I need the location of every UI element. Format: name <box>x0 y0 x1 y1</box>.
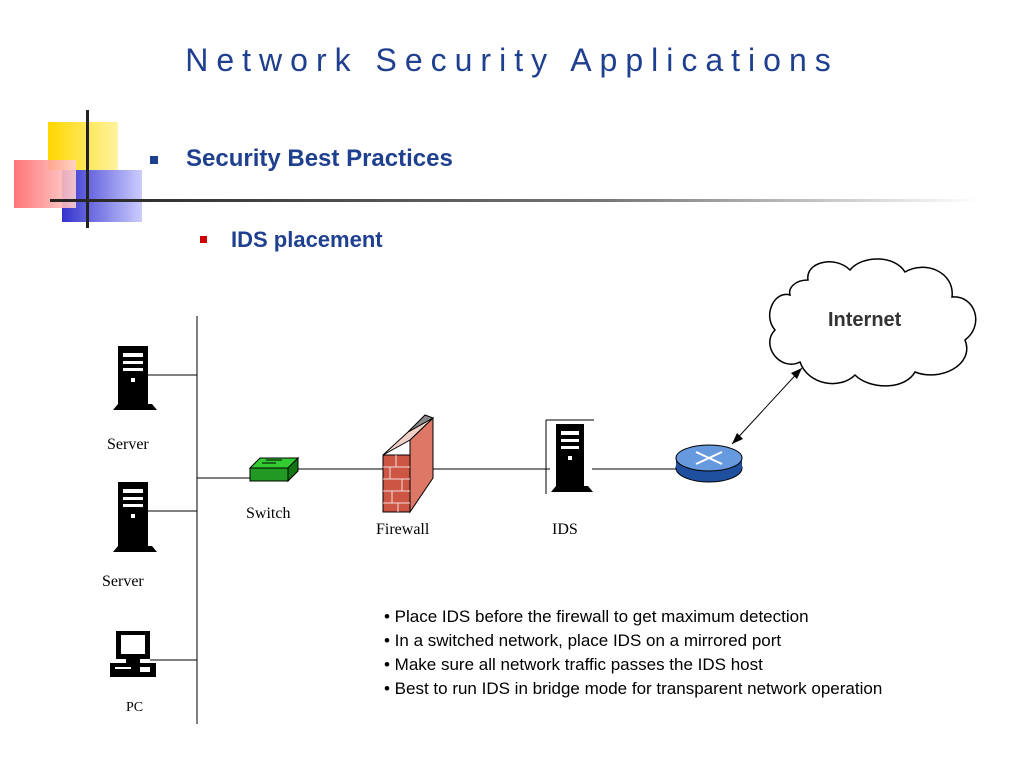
arrowhead-internet <box>791 368 802 379</box>
bullet-square-red <box>200 236 207 243</box>
network-diagram <box>110 258 977 724</box>
internet-label: Internet <box>828 309 902 331</box>
vertical-rule <box>86 110 89 228</box>
ids-label: IDS <box>552 521 578 538</box>
firewall-label: Firewall <box>376 521 430 538</box>
pc-label: PC <box>126 700 144 715</box>
arrowhead-router <box>732 433 743 444</box>
horizontal-rule <box>50 199 980 202</box>
decorative-header-graphic <box>14 110 980 228</box>
edge-router-internet <box>731 367 803 445</box>
notes-list: • Place IDS before the firewall to get m… <box>384 605 882 701</box>
server-icon <box>113 346 157 410</box>
heading: Security Best Practices <box>186 145 453 172</box>
diagram-connections <box>148 316 803 724</box>
server1-label: Server <box>107 436 149 453</box>
server2-label: Server <box>102 573 144 590</box>
note-item: • Place IDS before the firewall to get m… <box>384 607 809 626</box>
pc-icon <box>110 631 156 677</box>
ids-icon <box>545 419 594 494</box>
subheading: IDS placement <box>231 227 383 252</box>
router-icon <box>675 444 743 483</box>
server-icon <box>113 482 157 552</box>
firewall-icon <box>382 414 435 514</box>
switch-icon <box>248 456 300 483</box>
note-item: • Best to run IDS in bridge mode for tra… <box>384 679 883 698</box>
note-item: • In a switched network, place IDS on a … <box>384 631 782 650</box>
switch-label: Switch <box>246 505 291 522</box>
bullet-square-blue <box>150 156 158 164</box>
internet-cloud-icon <box>769 258 977 387</box>
slide-title: Network Security Applications <box>185 42 839 78</box>
note-item: • Make sure all network traffic passes t… <box>384 655 763 674</box>
